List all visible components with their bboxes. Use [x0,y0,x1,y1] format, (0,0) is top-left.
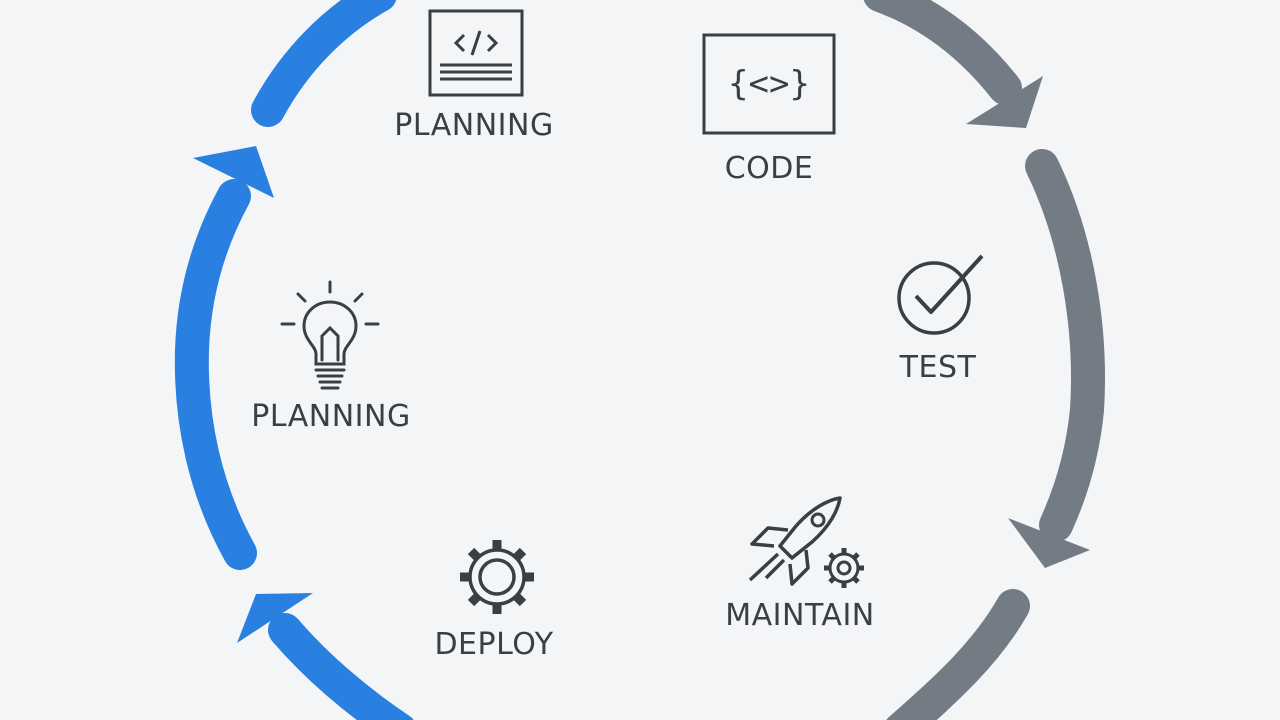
checkmark-circle-icon [897,254,984,335]
arrow-right-lower [1025,149,1105,542]
stage-label-code: CODE [724,151,814,186]
stage-label-deploy: DEPLOY [434,627,554,662]
stage-label-maintain: MAINTAIN [725,598,875,633]
arrow-right-lower-head [1008,518,1090,568]
arrow-top-right [863,0,1022,105]
lightbulb-icon [280,280,380,390]
rocket-gear-icon [748,496,864,588]
gear-icon [460,540,534,614]
arrow-left [174,179,257,570]
arrow-left-head [193,146,274,198]
arrow-top-right-head [966,76,1043,128]
document-code-icon [428,9,524,97]
arrow-top-left [251,0,397,127]
code-brackets-icon: {<>} [702,33,836,135]
stage-label-test: TEST [899,350,977,385]
arrow-bottom-right [886,589,1030,720]
arrow-bottom-left-head [237,593,313,643]
svg-text:{<>}: {<>} [728,64,810,104]
arrow-bottom-left [268,613,414,720]
stage-label-planning-top: PLANNING [394,108,554,143]
stage-label-planning-left: PLANNING [251,399,411,434]
